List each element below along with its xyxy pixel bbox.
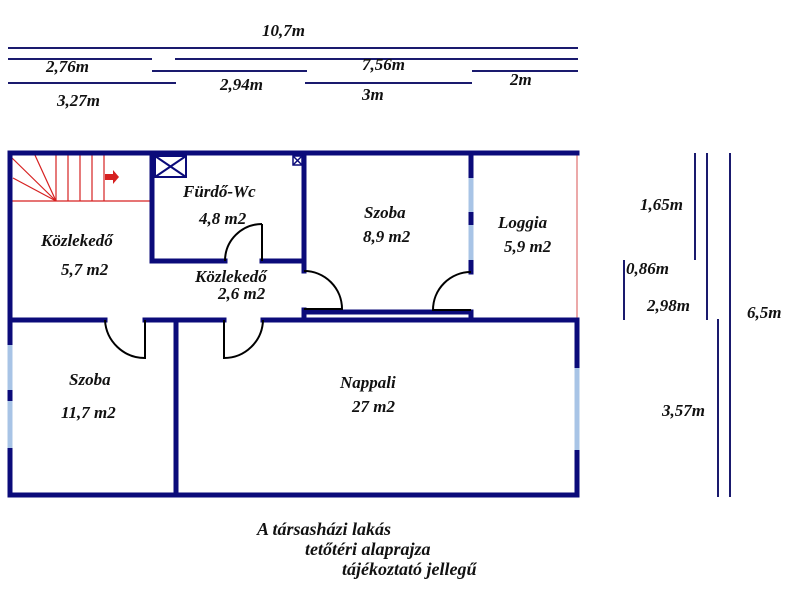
room-name-szoba-small: Szoba: [364, 203, 406, 222]
vent-small-icon: [292, 155, 303, 166]
room-name-bathroom: Fürdő-Wc: [182, 182, 256, 201]
room-name-hallway-1: Közlekedő: [40, 231, 114, 250]
caption-line-2: tetőtéri alaprajza: [305, 539, 431, 559]
vents: [154, 155, 303, 178]
dim-2-98: 2,98m: [646, 296, 690, 315]
door-nappali: [223, 319, 264, 360]
door-szoba-small: [303, 270, 344, 310]
dim-2-94: 2,94m: [219, 75, 263, 94]
dim-0-86: 0,86m: [626, 259, 669, 278]
stair-direction-arrow-icon: [105, 170, 119, 184]
room-area-nappali: 27 m2: [351, 397, 395, 416]
caption-line-1: A társasházi lakás: [256, 519, 391, 539]
room-name-szoba-large: Szoba: [69, 370, 111, 389]
dim-total-width: 10,7m: [262, 21, 305, 40]
caption-line-3: tájékoztató jellegű: [342, 559, 477, 579]
dim-3-27: 3,27m: [56, 91, 100, 110]
dim-7-56: 7,56m: [362, 55, 405, 74]
door-loggia: [431, 271, 472, 311]
dim-3: 3m: [361, 85, 384, 104]
doors: [104, 223, 472, 360]
windows: [7, 178, 580, 450]
caption: A társasházi lakás tetőtéri alaprajza tá…: [256, 519, 477, 579]
room-name-loggia: Loggia: [497, 213, 548, 232]
room-area-szoba-large: 11,7 m2: [61, 403, 116, 422]
dim-6-5: 6,5m: [747, 303, 781, 322]
dim-2: 2m: [509, 70, 532, 89]
room-name-hallway-2: Közlekedő: [194, 267, 268, 286]
staircase: [9, 152, 150, 202]
top-dimensions: 10,7m 2,76m 7,56m 2,94m 2m 3,27m 3m: [8, 21, 578, 110]
right-dimensions: 1,65m 0,86m 2,98m 3,57m 6,5m: [623, 153, 781, 497]
room-area-hallway-2: 2,6 m2: [217, 284, 266, 303]
room-labels: Fürdő-Wc 4,8 m2 Szoba 8,9 m2 Loggia 5,9 …: [40, 182, 552, 422]
room-area-hallway-1: 5,7 m2: [61, 260, 109, 279]
dim-1-65: 1,65m: [640, 195, 683, 214]
vent-shaft-icon: [154, 155, 187, 178]
door-bathroom: [224, 223, 263, 262]
walls: [7, 150, 580, 498]
room-area-loggia: 5,9 m2: [504, 237, 552, 256]
dim-2-76: 2,76m: [45, 57, 89, 76]
room-name-nappali: Nappali: [339, 373, 396, 392]
room-area-szoba-small: 8,9 m2: [363, 227, 411, 246]
room-area-bathroom: 4,8 m2: [198, 209, 247, 228]
door-szoba-large: [104, 319, 146, 360]
dim-3-57: 3,57m: [661, 401, 705, 420]
